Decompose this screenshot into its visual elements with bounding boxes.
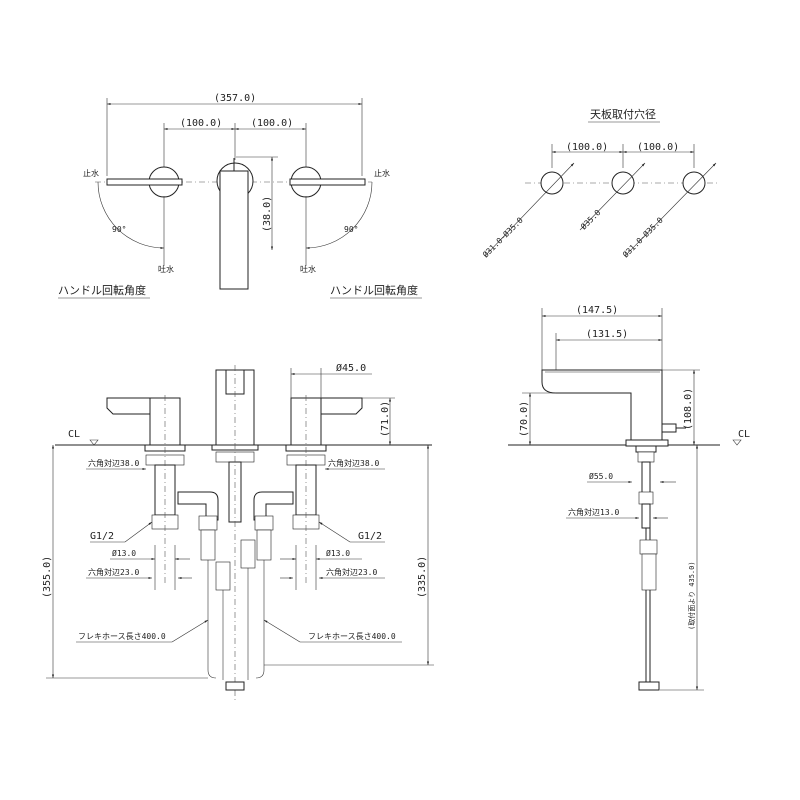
hole-view-title: 天板取付穴径 <box>590 107 656 121</box>
overall-width-label: (357.0) <box>214 93 256 104</box>
stop-right-label: 止水 <box>374 168 390 178</box>
hole-left <box>540 171 564 195</box>
depth-right-label: (335.0) <box>417 556 428 598</box>
left-supply-elbow <box>177 491 219 521</box>
open-right-label: 吐水 <box>300 264 316 274</box>
stop-left-label: 止水 <box>83 168 99 178</box>
spacing-left-label: (100.0) <box>180 118 222 129</box>
hole-spacing-right-label: (100.0) <box>637 142 679 153</box>
spout-hose-right <box>240 539 256 569</box>
bottom-clamp <box>225 681 245 691</box>
side-cl-label: CL <box>738 429 750 440</box>
side-view: CL (147.5) (131.5) (70.0) (10 <box>508 305 750 691</box>
hole-right-dia-label: Ø31.0~Ø35.0 <box>620 215 665 260</box>
right-handle-lever <box>289 178 366 186</box>
spout-height-label: (70.0) <box>519 401 530 437</box>
thread-right-label: G1/2 <box>358 531 382 542</box>
spout-hose-left <box>215 561 231 591</box>
left-hose-thread <box>200 529 216 561</box>
reach-total-label: (147.5) <box>576 305 618 316</box>
hex38-left-label: 六角対辺38.0 <box>88 458 139 468</box>
top-view: (357.0) (100.0) (100.0) 止水 吐水 90° (38.0)… <box>58 93 422 299</box>
depth-left-label: (355.0) <box>42 556 53 598</box>
caption-right: ハンドル回転角度 <box>330 283 418 297</box>
total-height-label: (108.0) <box>683 388 694 430</box>
spout-offset-label: (38.0) <box>262 196 273 232</box>
side-hose-fitting <box>639 539 658 555</box>
reach-spout-label: (131.5) <box>586 329 628 340</box>
angle-left-label: 90° <box>112 225 126 234</box>
spacing-right-label: (100.0) <box>251 118 293 129</box>
handle-height-label: (71.0) <box>380 401 391 437</box>
base-dia-label: Ø55.0 <box>589 471 613 481</box>
open-left-label: 吐水 <box>158 264 174 274</box>
hex13-label: 六角対辺13.0 <box>568 507 619 517</box>
hose-left-label: フレキホース長さ400.0 <box>78 632 166 641</box>
hole-view: 天板取付穴径 (100.0) (100.0) Ø31.0~Ø35.0 Ø35.0… <box>480 107 720 259</box>
right-hose-thread <box>256 529 272 561</box>
hole-left-dia-label: Ø31.0~Ø35.0 <box>480 215 525 260</box>
hose-right-label: フレキホース長さ400.0 <box>308 632 396 641</box>
angle-right-label: 90° <box>344 225 358 234</box>
left-handle-lever <box>106 178 183 186</box>
hex38-right-label: 六角対辺38.0 <box>328 458 379 468</box>
right-supply-elbow <box>253 491 294 521</box>
hole-spacing-left-label: (100.0) <box>566 142 608 153</box>
front-view: CL <box>42 362 434 700</box>
pipe-left-label: Ø13.0 <box>112 548 136 558</box>
thread-left-label: G1/2 <box>90 531 114 542</box>
front-cl-label: CL <box>68 429 80 440</box>
spout-body-top <box>219 170 249 290</box>
handle-dia-label: Ø45.0 <box>336 362 366 374</box>
pipe-right-label: Ø13.0 <box>326 548 350 558</box>
hole-center <box>611 171 635 195</box>
spout-side <box>541 369 663 446</box>
caption-left: ハンドル回転角度 <box>58 283 146 297</box>
hex23-right-label: 六角対辺23.0 <box>326 567 377 577</box>
rod-length-label: (取付面より 435.0) <box>687 561 696 630</box>
hole-right <box>682 171 706 195</box>
hex23-left-label: 六角対辺23.0 <box>88 567 139 577</box>
side-bottom-clamp <box>638 681 660 691</box>
